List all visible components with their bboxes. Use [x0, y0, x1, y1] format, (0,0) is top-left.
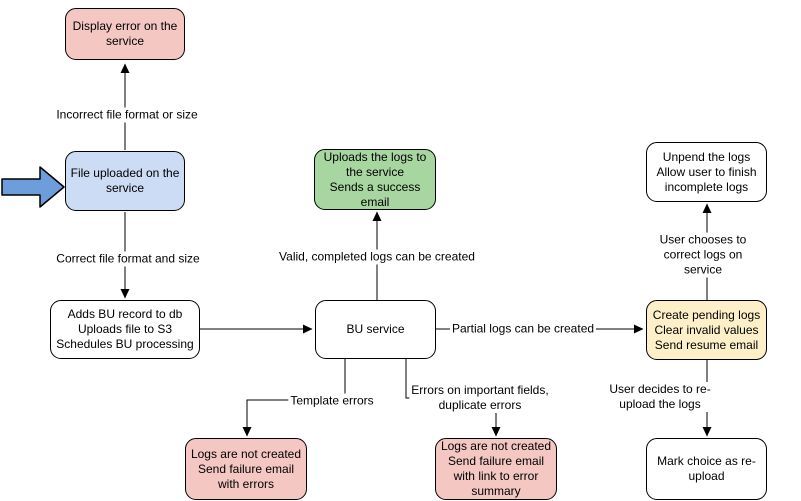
- edge-label-valid-logs: Valid, completed logs can be created: [277, 249, 477, 265]
- node-mark-reupload: Mark choice as re-upload: [646, 438, 767, 500]
- edge-label-template-errors: Template errors: [288, 393, 376, 409]
- node-display-error: Display error on the service: [65, 8, 185, 60]
- node-failure-template-errors: Logs are not created Send failure email …: [185, 438, 307, 500]
- edge-label-incorrect-format: Incorrect file format or size: [54, 107, 200, 123]
- edge-label-correct-format: Correct file format and size: [54, 251, 202, 267]
- node-unpend-logs: Unpend the logs Allow user to finish inc…: [646, 142, 767, 202]
- node-create-pending-logs: Create pending logs Clear invalid values…: [646, 300, 767, 360]
- node-adds-bu-record: Adds BU record to db Uploads file to S3 …: [50, 300, 200, 359]
- entry-arrow-icon: [1, 166, 65, 208]
- edge-label-field-errors: Errors on important fields, duplicate er…: [409, 383, 551, 413]
- edge-label-reupload: User decides to re-upload the logs: [589, 382, 731, 412]
- node-success-upload: Uploads the logs to the service Sends a …: [314, 149, 436, 210]
- node-failure-field-errors: Logs are not created Send failure email …: [435, 438, 557, 500]
- node-bu-service: BU service: [315, 300, 436, 359]
- node-file-uploaded: File uploaded on the service: [65, 151, 185, 211]
- edge-label-partial-logs: Partial logs can be created: [449, 321, 597, 337]
- edge-label-correct-on-service: User chooses to correct logs on service: [654, 232, 752, 278]
